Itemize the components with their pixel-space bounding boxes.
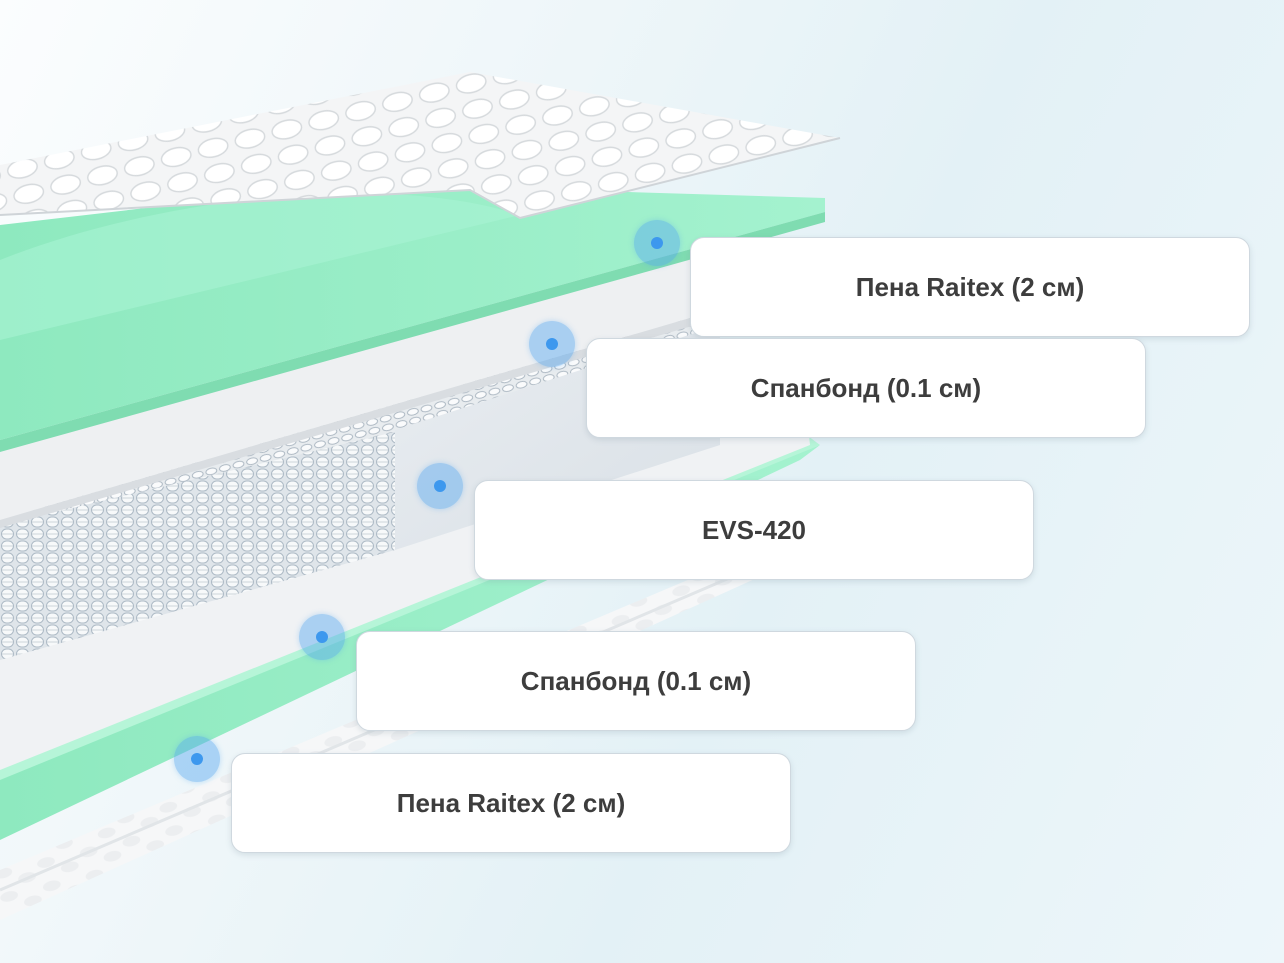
layer-marker-4[interactable] <box>299 614 345 660</box>
layer-callout-5[interactable]: Пена Raitex (2 см) <box>231 753 791 853</box>
layer-callout-4[interactable]: Спанбонд (0.1 см) <box>356 631 916 731</box>
layer-callout-1[interactable]: Пена Raitex (2 см) <box>690 237 1250 337</box>
marker-dot <box>651 237 663 249</box>
layer-label: Спанбонд (0.1 см) <box>520 665 752 696</box>
marker-dot <box>191 753 203 765</box>
layer-label: EVS-420 <box>701 514 807 545</box>
marker-dot <box>546 338 558 350</box>
top-cover-layer <box>0 72 840 218</box>
layer-callout-2[interactable]: Спанбонд (0.1 см) <box>586 338 1146 438</box>
layer-marker-2[interactable] <box>529 321 575 367</box>
upper-spunbond-layer <box>0 250 690 520</box>
layer-label: Пена Raitex (2 см) <box>396 787 626 818</box>
layer-label: Пена Raitex (2 см) <box>855 271 1085 302</box>
marker-dot <box>316 631 328 643</box>
marker-dot <box>434 480 446 492</box>
layer-callout-3[interactable]: EVS-420 <box>474 480 1034 580</box>
spring-block-side <box>0 430 395 660</box>
layer-marker-5[interactable] <box>174 736 220 782</box>
layer-marker-3[interactable] <box>417 463 463 509</box>
layer-label: Спанбонд (0.1 см) <box>750 372 982 403</box>
layer-marker-1[interactable] <box>634 220 680 266</box>
